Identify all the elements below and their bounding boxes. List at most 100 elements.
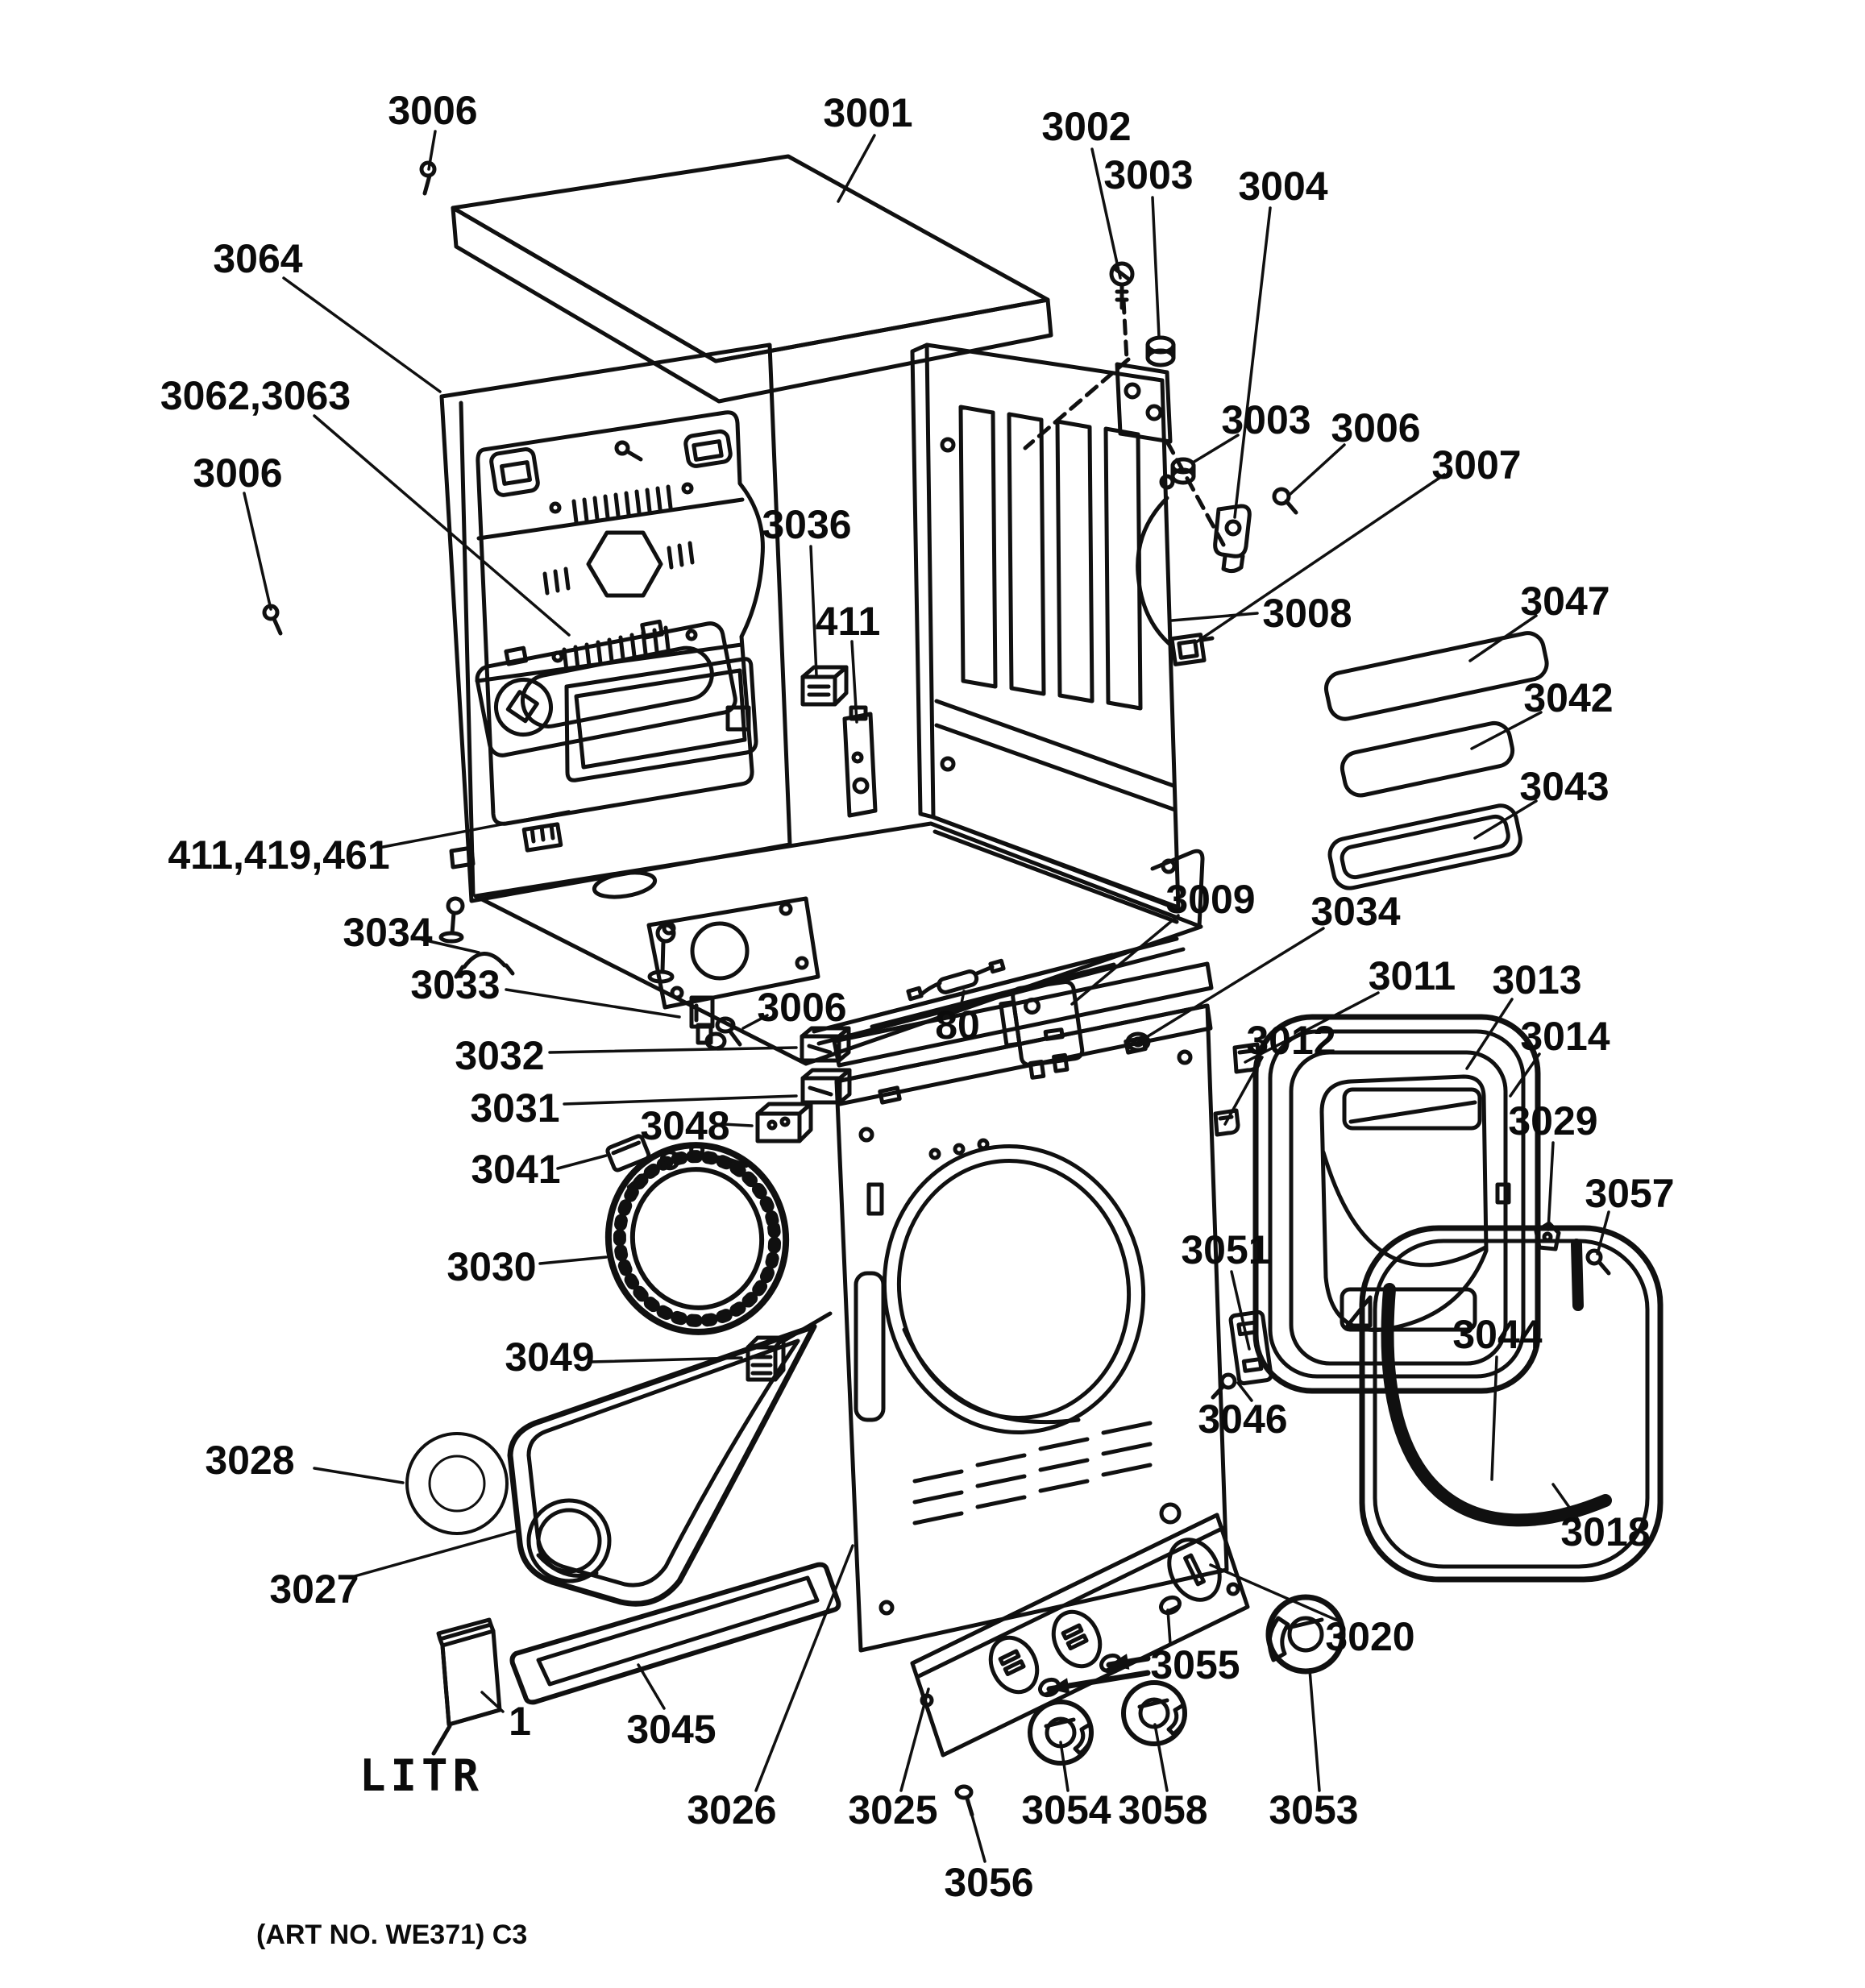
leader-c3006d: [741, 1014, 769, 1030]
front-panel: [832, 961, 1229, 1653]
callout-c3014: 3014: [1520, 1014, 1610, 1059]
leader-c3003b: [1191, 434, 1240, 464]
bracket-411-icon: [842, 705, 878, 818]
callout-c80: 80: [935, 1002, 980, 1048]
catch-3004-icon: [1213, 504, 1252, 574]
trim-3042: [1340, 720, 1515, 798]
leader-c3009: [1070, 914, 1180, 1006]
leader-c3032: [548, 1046, 798, 1054]
leader-c3002: [1090, 147, 1122, 280]
callout-c3004: 3004: [1238, 164, 1327, 209]
knob-3053-icon: [1265, 1594, 1346, 1675]
leader-c3046: [1236, 1381, 1253, 1402]
callout-c3003a: 3003: [1103, 152, 1193, 197]
leader-c3011: [1244, 991, 1380, 1064]
leader-c3018: [1551, 1483, 1580, 1521]
leader-c3064: [282, 276, 442, 393]
leader-c3033: [505, 988, 681, 1019]
callout-c3018: 3018: [1560, 1509, 1650, 1554]
callout-c3049: 3049: [505, 1334, 594, 1380]
knob-3054-icon: [1028, 1700, 1094, 1766]
callout-c3046: 3046: [1198, 1397, 1287, 1442]
block-3041-icon: [605, 1134, 651, 1172]
leader-c80: [959, 990, 966, 1009]
leader-c3055: [1166, 1608, 1172, 1646]
front-trim: [509, 1562, 841, 1705]
assembly-axis-dashes: [1023, 297, 1226, 547]
leader-c3029: [1547, 1141, 1555, 1231]
callout-c3041: 3041: [471, 1147, 560, 1192]
leader-c3025: [899, 1687, 930, 1792]
callout-c3055: 3055: [1150, 1642, 1240, 1687]
callout-c3057: 3057: [1585, 1171, 1674, 1216]
leader-c3044: [1490, 1355, 1498, 1481]
louver-cover: [475, 619, 737, 757]
callout-c3064: 3064: [213, 236, 302, 281]
callout-c3043: 3043: [1519, 764, 1609, 809]
leader-c3058: [1153, 1723, 1169, 1792]
callout-c3034b: 3034: [1310, 889, 1400, 934]
callout-c3007: 3007: [1431, 442, 1521, 488]
callout-c3001: 3001: [823, 90, 912, 135]
leader-c3001: [837, 134, 876, 203]
callout-c1: 1: [509, 1699, 531, 1744]
block-3048-icon: [755, 1102, 813, 1143]
leader-c3051: [1230, 1270, 1251, 1351]
leader-c3006b: [243, 492, 272, 611]
callout-c3031: 3031: [470, 1085, 559, 1131]
callout-c3045: 3045: [626, 1707, 716, 1752]
callout-c3006b: 3006: [193, 450, 282, 496]
leader-c3034a: [421, 938, 480, 954]
leader-c3008: [1170, 612, 1259, 622]
clip-3007-icon: [1169, 633, 1215, 666]
arrowhead-c3055: [1109, 1654, 1130, 1670]
leader-c3049: [589, 1356, 743, 1363]
leader-c3036: [809, 545, 818, 677]
leader-c3020: [1209, 1563, 1341, 1623]
callout-c3025: 3025: [848, 1787, 937, 1832]
callout-c3003b: 3003: [1221, 397, 1310, 442]
leader-c3048: [721, 1123, 754, 1127]
callout-c3030: 3030: [447, 1244, 536, 1289]
leader-c3030: [538, 1255, 608, 1265]
knob-3058-icon: [1121, 1680, 1187, 1746]
leveling-leg-icon: [438, 896, 676, 984]
door-gasket: [1359, 1225, 1664, 1583]
leader-c3062: [313, 414, 571, 637]
hinge-3051-icon: [1228, 1309, 1273, 1386]
screw-3057-icon: [1585, 1248, 1611, 1276]
callout-c3047: 3047: [1520, 579, 1610, 624]
callout-c3051: 3051: [1181, 1227, 1270, 1272]
leader-c3057: [1596, 1210, 1610, 1255]
leader-c3004: [1233, 206, 1272, 519]
leader-c3012: [1223, 1056, 1264, 1126]
felt-seal: [405, 1432, 509, 1535]
nut-3003-icon: [1145, 335, 1176, 367]
leader-c1: [480, 1691, 505, 1713]
rear-panel: [910, 342, 1181, 924]
leader-c3042: [1470, 711, 1543, 750]
callout-c3006c: 3006: [1331, 405, 1420, 450]
leader-c3043: [1473, 799, 1538, 840]
base-assembly: [438, 821, 1205, 1066]
dryer-exploded-drawing: [262, 154, 1664, 1817]
switch-3036-icon: [800, 665, 849, 707]
callout-c3002: 3002: [1041, 104, 1131, 149]
leader-c3054: [1059, 1741, 1070, 1792]
leader-c3006a: [427, 130, 437, 171]
leader-c3006c: [1288, 443, 1346, 496]
callout-c3028: 3028: [205, 1438, 294, 1483]
callout-c3056: 3056: [944, 1860, 1033, 1905]
leader-c3014: [1509, 1052, 1541, 1098]
screw-3006-left-icon: [262, 604, 283, 636]
leader-c3047: [1468, 614, 1538, 662]
callout-c3032: 3032: [455, 1033, 544, 1078]
callout-c3044: 3044: [1452, 1312, 1542, 1357]
leader-c3013: [1465, 998, 1514, 1070]
art-note: (ART NO. WE371) C3: [256, 1920, 527, 1950]
callout-c3053: 3053: [1269, 1787, 1358, 1832]
callout-c3029: 3029: [1508, 1098, 1597, 1143]
